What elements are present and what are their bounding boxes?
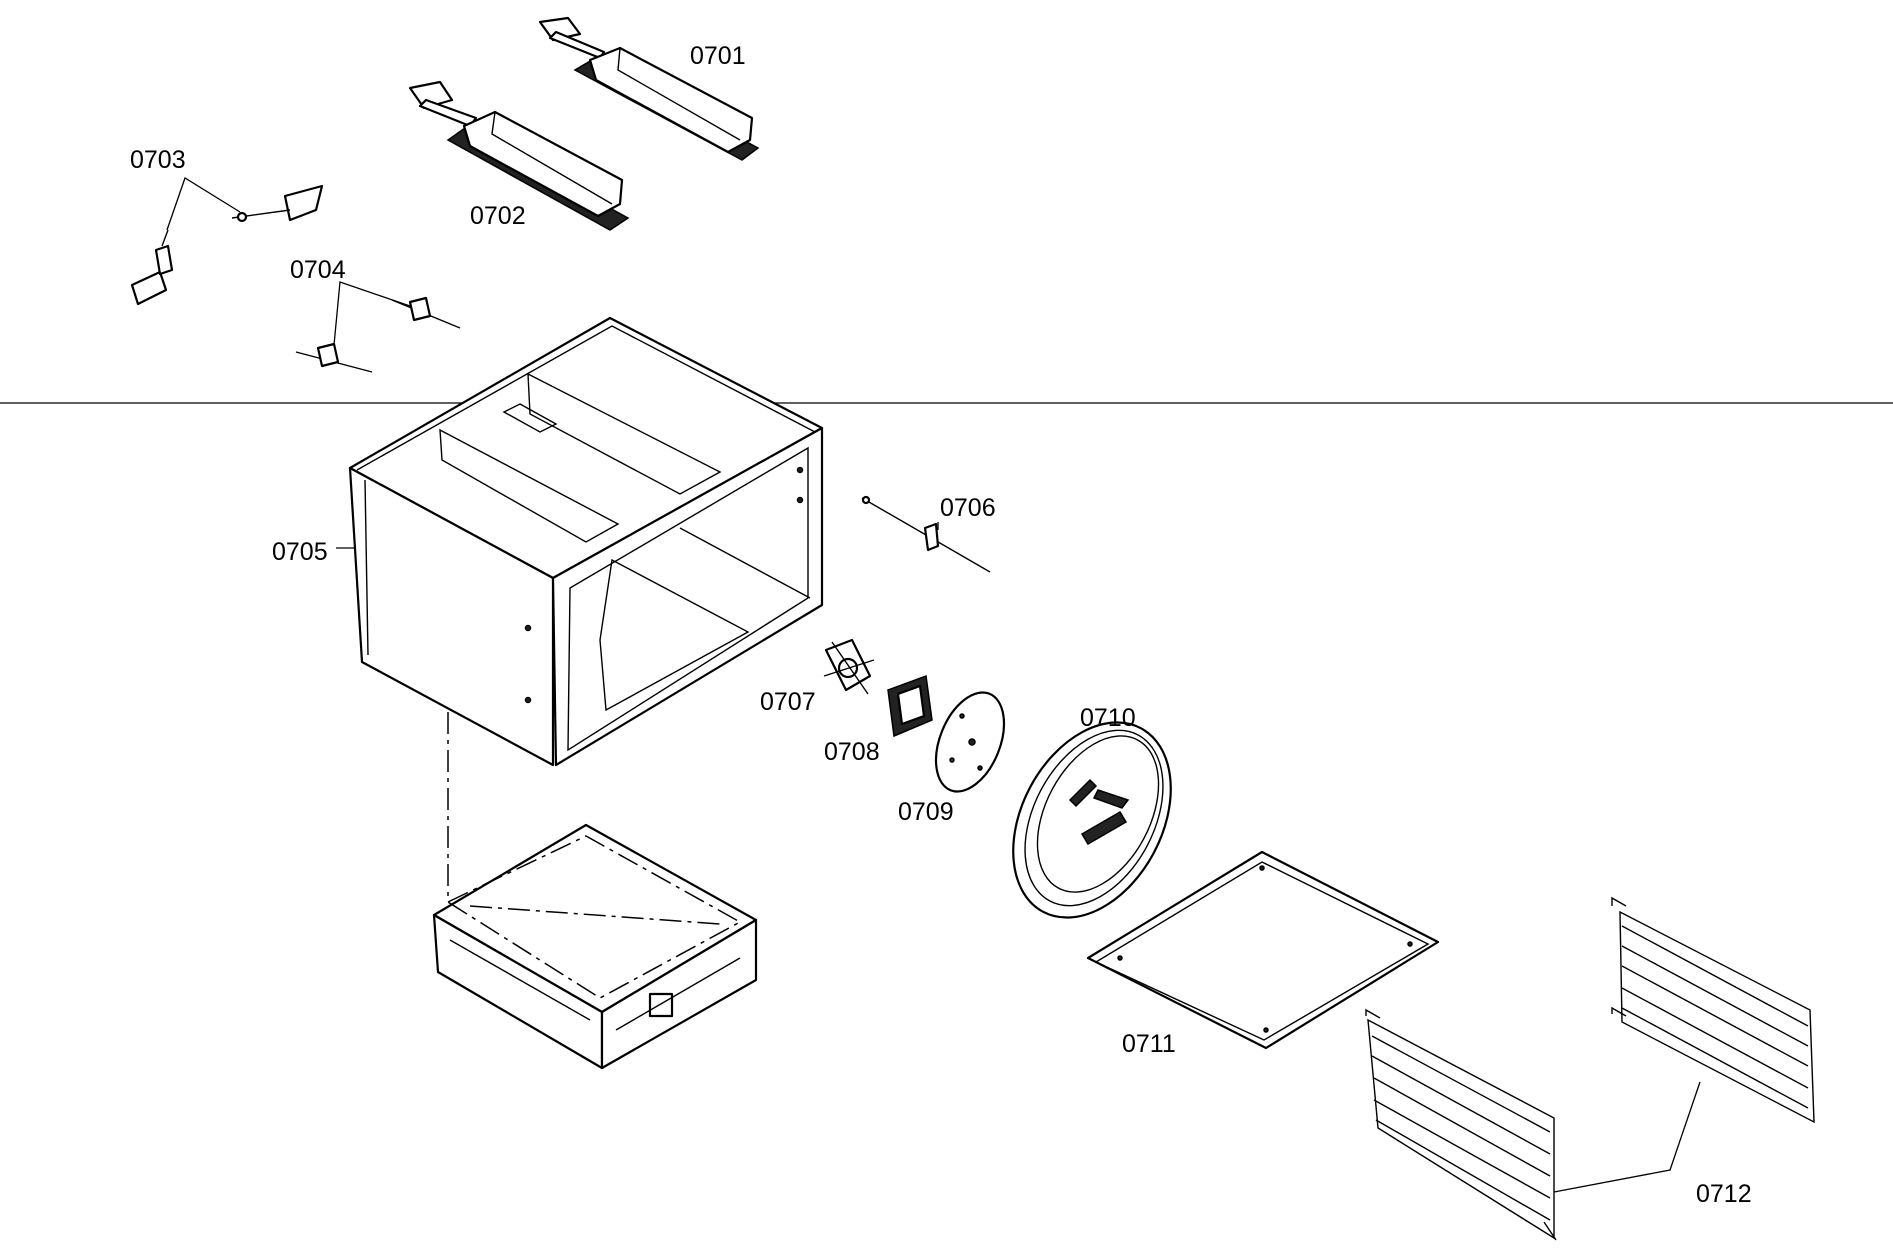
label-0712: 0712	[1696, 1180, 1752, 1208]
label-0705: 0705	[272, 538, 328, 566]
part-0702-heating-element[interactable]	[408, 80, 630, 231]
part-0712-side-rack-left[interactable]	[1365, 1008, 1557, 1241]
label-0709: 0709	[898, 798, 954, 826]
part-0707-fan-motor[interactable]	[823, 638, 875, 695]
label-0701: 0701	[690, 42, 746, 70]
part-0701-heating-element[interactable]	[538, 16, 760, 161]
leader-0704	[333, 281, 411, 346]
label-0702: 0702	[470, 202, 526, 230]
part-0706-rod[interactable]	[861, 495, 991, 573]
part-0703-sensor-switch[interactable]	[130, 184, 324, 306]
label-0710: 0710	[1080, 704, 1136, 732]
bottom-heater-tray[interactable]	[432, 823, 758, 1070]
label-0703: 0703	[130, 146, 186, 174]
part-0705-oven-cavity[interactable]	[348, 316, 824, 767]
leader-0703	[166, 177, 241, 231]
part-0704-wire-connectors[interactable]	[295, 296, 461, 373]
label-0711: 0711	[1122, 1030, 1176, 1058]
part-0710-fan-cover[interactable]	[981, 695, 1202, 944]
part-0712-side-rack-right[interactable]	[1611, 896, 1815, 1124]
label-0706: 0706	[940, 494, 996, 522]
label-0704: 0704	[290, 256, 346, 284]
part-0708-bracket[interactable]	[887, 674, 933, 738]
label-0707: 0707	[760, 688, 816, 716]
label-0708: 0708	[824, 738, 880, 766]
leader-0712	[1553, 1081, 1701, 1193]
part-0709-fan-disk[interactable]	[923, 683, 1018, 802]
part-0711-bottom-plate[interactable]	[1086, 850, 1440, 1050]
